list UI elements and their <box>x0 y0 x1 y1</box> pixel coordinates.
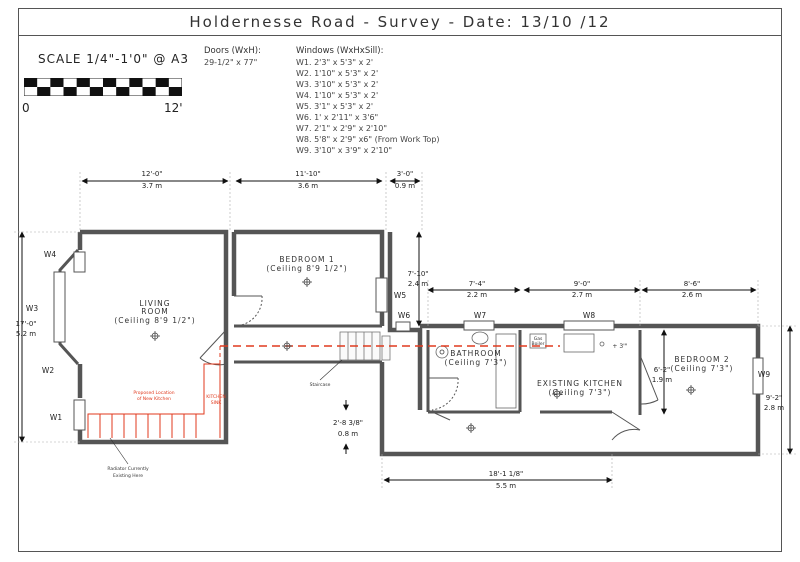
proposed-note-2: of New Kitchen <box>137 396 171 402</box>
window-tag-w6: W6 <box>398 311 410 320</box>
dim-bottom-imperial: 18'-1 1/8" <box>489 470 524 478</box>
doors-info: Doors (WxH): 29-1/2" x 77" <box>204 46 261 68</box>
window-item-8: W8. 5'8" x 2'9" x6" (From Work Top) <box>296 135 440 144</box>
window-openings <box>53 251 764 431</box>
scale-check <box>50 78 64 87</box>
dim-bath-metric: 2.2 m <box>467 291 487 299</box>
door-swings <box>199 295 659 441</box>
radiator-note-1: Radiator Currently <box>107 466 149 472</box>
window-tag-w5: W5 <box>394 291 406 300</box>
staircase-label: Staircase <box>310 382 331 388</box>
dim-top1-imperial: 12'-0" <box>141 170 162 178</box>
dim-bed2-imperial: 8'-6" <box>684 280 701 288</box>
dim-hall-metric: 0.8 m <box>338 430 358 438</box>
sill-note: + 3'" <box>612 343 627 350</box>
scale-check <box>103 78 117 87</box>
dim-bed2-metric: 2.6 m <box>682 291 702 299</box>
dim-top2-metric: 3.6 m <box>298 182 318 190</box>
window-item-2: W2. 1'10" x 5'3" x 2' <box>296 69 379 78</box>
radiator-note-2: Existing Here <box>113 473 143 479</box>
window-item-6: W6. 1' x 2'11" x 3'6" <box>296 113 379 122</box>
extension-lines <box>14 172 796 490</box>
scale-check <box>155 78 169 87</box>
scale-check <box>63 87 77 96</box>
drawing-frame <box>18 36 782 552</box>
dim-top3-imperial: 3'-0" <box>397 170 414 178</box>
scale-check <box>129 78 143 87</box>
proposed-kitchen <box>87 345 560 438</box>
bathroom-fixtures <box>435 331 605 409</box>
dim-kitchen-metric: 2.7 m <box>572 291 592 299</box>
window-tag-w1: W1 <box>50 413 62 422</box>
window-item-4: W4. 1'10" x 5'3" x 2' <box>296 91 379 100</box>
room-bedroom1-ceiling: (Ceiling 8'9 1/2") <box>266 264 347 273</box>
dim-bed2h-metric: 1.9 m <box>652 376 672 384</box>
walls <box>58 229 761 457</box>
room-kitchen-ceiling: (Ceiling 7'3") <box>549 388 612 397</box>
dim-mid-metric: 2.4 m <box>408 280 428 288</box>
ceiling-lights <box>150 277 696 433</box>
staircase <box>339 331 391 361</box>
scale-check <box>116 87 130 96</box>
window-item-9: W9. 3'10" x 3'9" x 2'10" <box>296 146 393 155</box>
window-item-3: W3. 3'10" x 5'3" x 2' <box>296 80 379 89</box>
dim-left-metric: 5.2 m <box>16 330 36 338</box>
doors-item: 29-1/2" x 77" <box>204 58 258 67</box>
room-living-ceiling: (Ceiling 8'9 1/2") <box>114 316 195 325</box>
window-tag-w3: W3 <box>26 304 38 313</box>
room-bathroom-ceiling: (Ceiling 7'3") <box>445 358 508 367</box>
dim-bath-imperial: 7'-4" <box>469 280 486 288</box>
sink-note-1: KITCHEN <box>206 394 226 400</box>
proposed-note-1: Proposed Location <box>133 390 174 396</box>
window-item-7: W7. 2'1" x 2'9" x 2'10" <box>296 124 387 133</box>
room-bathroom-name: BATHROOM <box>450 349 501 358</box>
windows-heading: Windows (WxHxSill): <box>296 46 384 56</box>
scale-label: SCALE 1/4"-1'0" @ A3 <box>38 52 190 66</box>
boiler-label-2: Boiler <box>532 341 545 347</box>
dim-mid-imperial: 7'-10" <box>407 270 428 278</box>
scale-check <box>37 87 51 96</box>
sink-note-2: SINK <box>211 400 223 406</box>
scale-check <box>168 87 182 96</box>
dim-right-metric: 2.8 m <box>764 404 784 412</box>
room-living-name2: ROOM <box>141 307 169 316</box>
dim-top2-imperial: 11'-10" <box>295 170 320 178</box>
room-living-name: LIVING <box>139 299 170 308</box>
scale-bar <box>24 78 182 96</box>
room-bedroom2-ceiling: (Ceiling 7'3") <box>671 364 734 373</box>
room-kitchen-name: EXISTING KITCHEN <box>537 379 623 388</box>
scale-check <box>24 78 38 87</box>
scale-check <box>76 78 90 87</box>
window-item-5: W5. 3'1" x 5'3" x 2' <box>296 102 374 111</box>
dim-left-imperial: 17'-0" <box>15 320 36 328</box>
leader-lines <box>109 359 343 465</box>
windows-info: Windows (WxHxSill): W1. 2'3" x 5'3" x 2'… <box>296 46 440 156</box>
room-bedroom1-name: BEDROOM 1 <box>279 255 334 264</box>
scale-end-label: 12' <box>164 101 183 115</box>
dim-bottom-metric: 5.5 m <box>496 482 516 490</box>
dim-bed2h-imperial: 6'-2" <box>654 366 671 374</box>
dim-top1-metric: 3.7 m <box>142 182 162 190</box>
window-item-1: W1. 2'3" x 5'3" x 2' <box>296 58 374 67</box>
window-tag-w8: W8 <box>583 311 595 320</box>
dim-right-imperial: 9'-2" <box>766 394 783 402</box>
scale-check <box>89 87 103 96</box>
window-tag-w7: W7 <box>474 311 486 320</box>
scale-check <box>142 87 156 96</box>
window-tag-w9: W9 <box>758 370 770 379</box>
boiler-label-1: Gas <box>534 336 543 342</box>
dim-kitchen-imperial: 9'-0" <box>574 280 591 288</box>
dimension-lines <box>19 178 793 483</box>
page-title: Holdernesse Road - Survey - Date: 13/10 … <box>18 8 782 36</box>
doors-heading: Doors (WxH): <box>204 46 261 56</box>
dim-hall-imperial: 2'-8 3/8" <box>333 419 363 427</box>
dim-top3-metric: 0.9 m <box>395 182 415 190</box>
window-tag-w2: W2 <box>42 366 54 375</box>
room-bedroom2-name: BEDROOM 2 <box>674 355 729 364</box>
scale-start-label: 0 <box>22 101 30 115</box>
window-tag-w4: W4 <box>44 250 56 259</box>
